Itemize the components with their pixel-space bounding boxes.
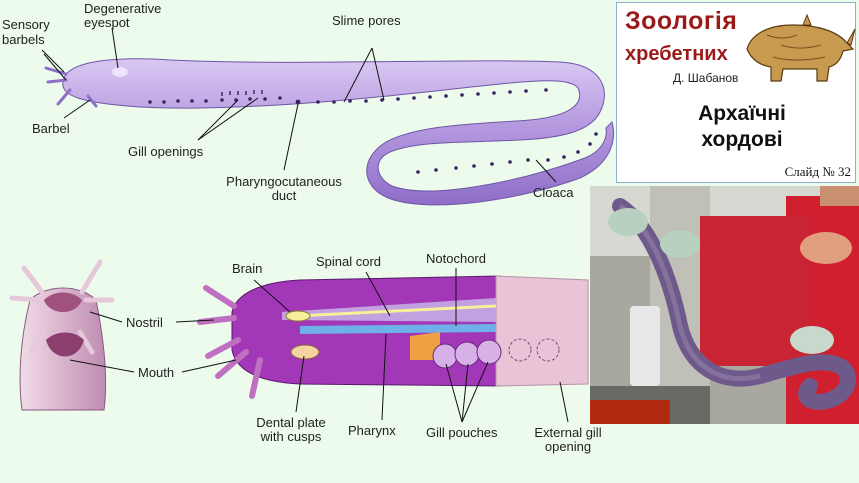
label-barbel: Barbel bbox=[32, 121, 70, 136]
label-nostril: Nostril bbox=[126, 315, 163, 330]
label-sensory-barbels-1: Sensory bbox=[2, 17, 50, 32]
author-name: Д. Шабанов bbox=[673, 71, 739, 85]
label-pharyngocutaneous-duct-1: Pharyngocutaneous bbox=[226, 174, 342, 189]
label-degenerative-eyespot-1: Degenerative bbox=[84, 1, 162, 16]
label-dental-plate-2: with cusps bbox=[260, 429, 322, 444]
label-dental-plate-1: Dental plate bbox=[256, 415, 326, 430]
label-external-gill-opening-1: External gill bbox=[534, 425, 602, 440]
label-slime-pores: Slime pores bbox=[332, 13, 401, 28]
slide-heading-line2: хордові bbox=[701, 128, 783, 151]
label-spinal-cord: Spinal cord bbox=[316, 254, 382, 269]
label-external-gill-opening-2: opening bbox=[544, 439, 592, 454]
label-gill-pouches: Gill pouches bbox=[426, 425, 498, 440]
slide-heading: Архаїчні хордові bbox=[657, 101, 827, 153]
label-pharynx: Pharynx bbox=[348, 423, 396, 438]
title-panel: Зоологія хребетних Д. Шабанов Архаїчні х… bbox=[616, 2, 856, 183]
label-sensory-barbels-2: barbels bbox=[2, 32, 45, 47]
label-mouth: Mouth bbox=[138, 365, 175, 380]
label-notochord: Notochord bbox=[426, 251, 486, 266]
label-cloaca: Cloaca bbox=[533, 185, 574, 200]
photo-icon bbox=[590, 186, 859, 424]
label-pharyngocutaneous-duct-2: duct bbox=[271, 188, 297, 203]
slide-heading-line1: Архаїчні bbox=[698, 102, 786, 125]
slide-number: Слайд № 32 bbox=[784, 164, 851, 179]
course-title-line1: Зоологія bbox=[625, 7, 738, 35]
rhino-icon bbox=[746, 13, 856, 82]
label-brain: Brain bbox=[232, 261, 263, 276]
label-degenerative-eyespot-2: eyespot bbox=[84, 15, 130, 30]
course-title-line2: хребетних bbox=[625, 43, 728, 65]
label-gill-openings: Gill openings bbox=[128, 144, 204, 159]
